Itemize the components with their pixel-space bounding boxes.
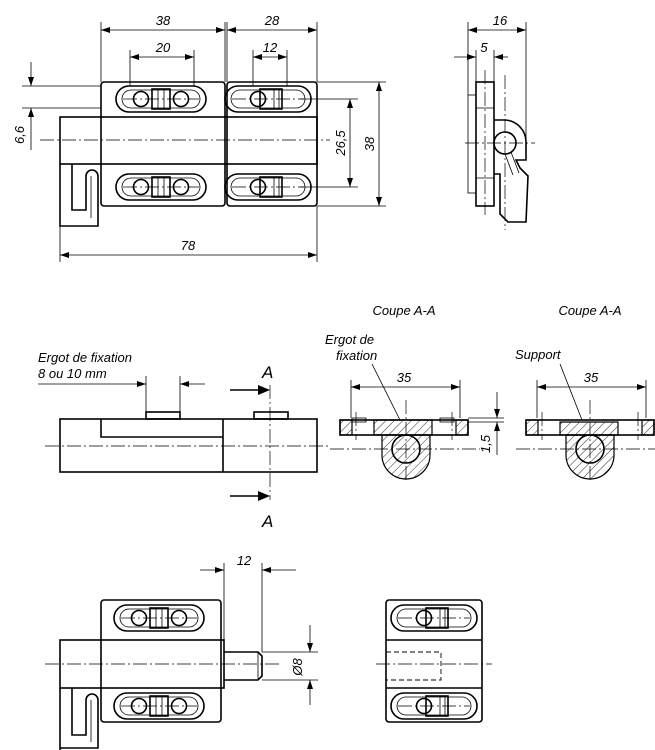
dim-vertical-offset: 6,6 bbox=[12, 125, 27, 144]
dim-top-right-width: 28 bbox=[264, 13, 280, 28]
side-view: 16 5 bbox=[454, 13, 535, 230]
dim-side-pin-offset: 5 bbox=[480, 40, 488, 55]
section-title-2: Coupe A-A bbox=[558, 303, 621, 318]
dim-top-left-slot-spacing: 20 bbox=[155, 40, 171, 55]
section2-callout: Support bbox=[515, 347, 562, 362]
top-view: Ergot de fixation 8 ou 10 mm A A bbox=[38, 350, 330, 531]
dim-pin-length: 12 bbox=[237, 553, 252, 568]
dim-top-right-slot-spacing: 12 bbox=[263, 40, 278, 55]
bottom-view-pin: 12 Ø8 bbox=[45, 553, 318, 750]
dim-pin-diameter: Ø8 bbox=[290, 658, 305, 677]
front-view: 38 28 20 12 6,6 26,5 bbox=[12, 13, 386, 262]
dim-overall-length: 78 bbox=[181, 238, 196, 253]
section-mark-bottom: A bbox=[261, 512, 273, 531]
label-fixing-pin-line1: Ergot de fixation bbox=[38, 350, 132, 365]
dim-slot-vertical-spacing: 26,5 bbox=[333, 130, 348, 157]
dim-top-left-width: 38 bbox=[156, 13, 171, 28]
section-view-1: Coupe A-A Ergot de fixation 35 1,5 bbox=[325, 303, 504, 480]
dim-overall-height: 38 bbox=[362, 136, 377, 151]
section1-callout-line1: Ergot de bbox=[325, 332, 374, 347]
dim-section-width-b: 35 bbox=[584, 370, 599, 385]
dim-section-plate-thickness: 1,5 bbox=[478, 434, 493, 453]
dim-side-overall-width: 16 bbox=[493, 13, 508, 28]
dim-section-width-a: 35 bbox=[397, 370, 412, 385]
label-fixing-pin-line2: 8 ou 10 mm bbox=[38, 366, 107, 381]
section-mark-top: A bbox=[261, 363, 273, 382]
section-view-2: Coupe A-A Support 35 bbox=[515, 303, 655, 480]
section-title-1: Coupe A-A bbox=[372, 303, 435, 318]
section1-callout-line2: fixation bbox=[336, 348, 377, 363]
bottom-view-part bbox=[376, 599, 492, 723]
